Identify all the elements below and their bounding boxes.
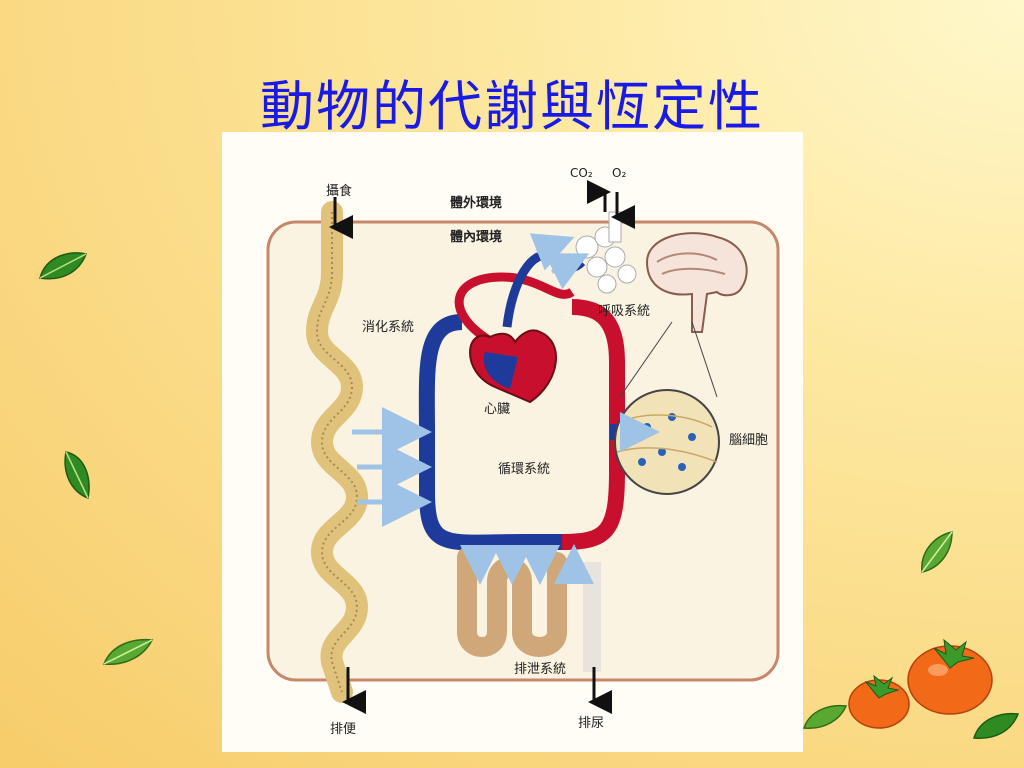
label-internal-env: 體內環境	[450, 230, 503, 245]
label-urine: 排尿	[578, 716, 605, 731]
body-outline	[266, 220, 780, 682]
label-co2: CO₂	[570, 166, 593, 180]
brain	[645, 232, 748, 333]
label-respiratory: 呼吸系統	[598, 304, 651, 319]
label-brain-cell: 腦細胞	[729, 433, 769, 448]
leaf-icon	[802, 704, 848, 729]
label-feces: 排便	[330, 722, 357, 737]
diagram-graphics	[266, 180, 780, 714]
label-excretory: 排泄系統	[514, 662, 567, 677]
persimmon-icon	[848, 674, 910, 729]
leaf-icon	[64, 451, 90, 500]
persimmon-icon	[907, 638, 993, 715]
label-external-env: 體外環境	[450, 196, 503, 211]
leaf-icon	[921, 531, 953, 573]
metabolism-diagram: 攝食 體外環境 體內環境 CO₂ O₂ 呼吸系統 消化系統 心臟 腦細胞 循環系…	[222, 132, 803, 752]
leaf-icon	[973, 712, 1020, 739]
artery-loop	[561, 299, 625, 550]
brain-cells	[614, 389, 720, 495]
pulmonary-loop	[454, 272, 575, 346]
label-digestive: 消化系統	[362, 320, 415, 335]
leaf-icon	[39, 252, 87, 280]
label-o2: O₂	[612, 166, 627, 180]
slide-title: 動物的代謝與恆定性	[260, 75, 764, 138]
leaf-icon	[102, 638, 154, 665]
label-circulatory: 循環系統	[498, 462, 551, 477]
heart	[469, 329, 557, 404]
label-heart: 心臟	[484, 402, 511, 417]
label-ingestion: 攝食	[326, 184, 353, 199]
